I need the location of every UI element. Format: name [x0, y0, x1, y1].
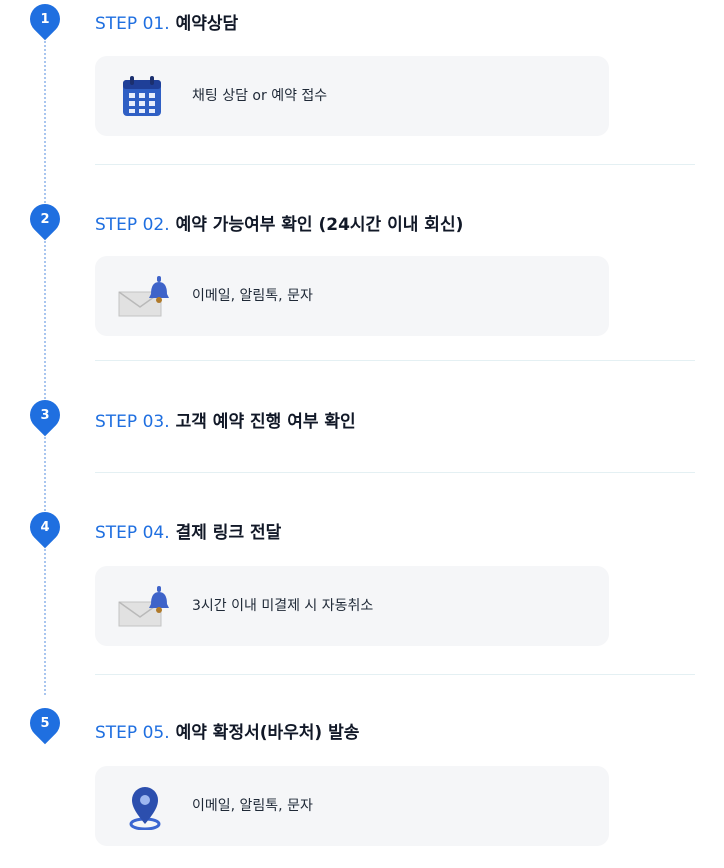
step-number: 3 [40, 407, 50, 423]
step-title: STEP 05.예약 확정서(바우처) 발송 [95, 718, 359, 743]
step-number: 4 [40, 519, 50, 535]
step-detail-card: 채팅 상담 or 예약 접수 [95, 56, 609, 136]
step-detail-card: 3시간 이내 미결제 시 자동취소 [95, 566, 609, 646]
step-detail-card: 이메일, 알림톡, 문자 [95, 766, 609, 846]
step-title: STEP 03.고객 예약 진행 여부 확인 [95, 407, 356, 432]
step-number: 5 [40, 715, 50, 731]
divider [95, 472, 695, 473]
divider [95, 674, 695, 675]
step-prefix: STEP 05. [95, 723, 170, 743]
step-detail-card: 이메일, 알림톡, 문자 [95, 256, 609, 336]
step-detail-text: 이메일, 알림톡, 문자 [192, 288, 313, 304]
step-name: 예약 확정서(바우처) 발송 [175, 723, 360, 743]
mail-bell-icon [118, 276, 169, 317]
step-detail-text: 이메일, 알림톡, 문자 [192, 798, 313, 814]
step-detail-text: 채팅 상담 or 예약 접수 [192, 88, 328, 104]
step-name: 예약상담 [175, 14, 239, 34]
divider [95, 164, 695, 165]
step-number: 1 [40, 11, 50, 27]
timeline-line [44, 30, 46, 695]
mail-bell-icon [118, 586, 169, 627]
step-number: 2 [40, 211, 50, 227]
divider [95, 360, 695, 361]
location-pin-icon [129, 787, 161, 830]
step-title: STEP 02.예약 가능여부 확인 (24시간 이내 회신) [95, 210, 463, 235]
step-name: 고객 예약 진행 여부 확인 [175, 412, 356, 432]
step-prefix: STEP 04. [95, 523, 170, 543]
step-name: 예약 가능여부 확인 (24시간 이내 회신) [175, 215, 464, 235]
step-detail-text: 3시간 이내 미결제 시 자동취소 [192, 598, 374, 614]
step-name: 결제 링크 전달 [175, 523, 282, 543]
step-prefix: STEP 01. [95, 14, 170, 34]
calendar-icon [123, 76, 161, 116]
step-prefix: STEP 03. [95, 412, 170, 432]
step-title: STEP 04.결제 링크 전달 [95, 518, 281, 543]
step-prefix: STEP 02. [95, 215, 170, 235]
step-title: STEP 01.예약상담 [95, 9, 238, 34]
